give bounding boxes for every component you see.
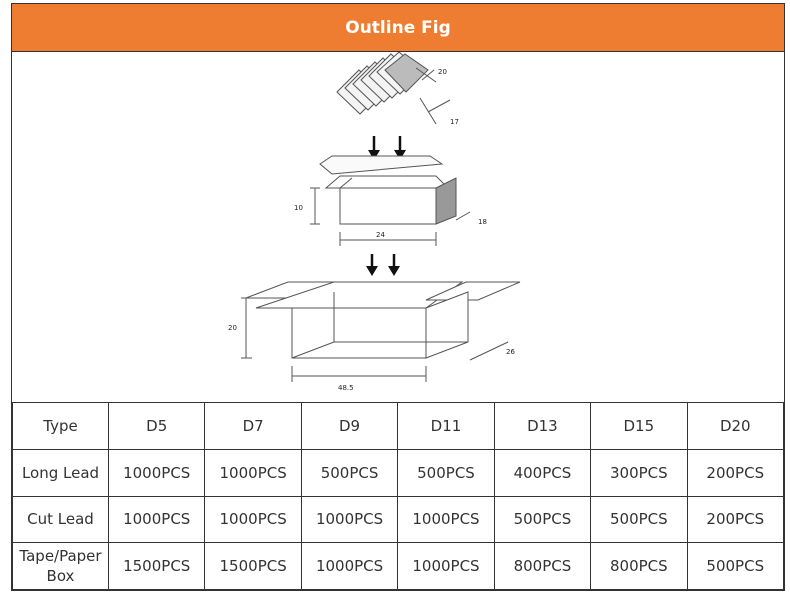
table-cell: 1000PCS xyxy=(397,495,495,544)
dim-large-depth: 26 xyxy=(506,348,515,356)
table-cell: 1000PCS xyxy=(107,448,206,497)
table-cell: D7 xyxy=(204,402,302,450)
small-box xyxy=(310,155,471,246)
table-cell: 1000PCS xyxy=(107,495,206,544)
table-cell: D11 xyxy=(397,402,495,450)
table-cell: 1000PCS xyxy=(397,542,495,590)
table-row: Long Lead 1000PCS 1000PCS 500PCS 500PCS … xyxy=(12,448,785,497)
table-row: Tape/Paper Box 1500PCS 1500PCS 1000PCS 1… xyxy=(12,542,785,590)
arrow-down-icon xyxy=(370,254,396,268)
table-cell: 500PCS xyxy=(397,448,495,497)
table-cell: 800PCS xyxy=(590,542,688,590)
table-cell: 1000PCS xyxy=(300,495,399,544)
table-cell: 1000PCS xyxy=(204,448,302,497)
table-cell: 500PCS xyxy=(493,495,592,544)
dim-small-depth: 18 xyxy=(478,218,487,226)
packaging-diagram: 20 17 10 24 18 20 48.5 26 xyxy=(228,52,521,392)
table-cell: 200PCS xyxy=(686,495,785,544)
row-label: Long Lead xyxy=(12,448,109,497)
table-cell: D13 xyxy=(493,402,592,450)
table-cell: 200PCS xyxy=(686,448,785,497)
table-cell: D9 xyxy=(300,402,399,450)
table-cell: 300PCS xyxy=(590,448,688,497)
row-label: Tape/Paper Box xyxy=(12,542,109,590)
row-label: Cut Lead xyxy=(12,495,109,544)
table-cell: D5 xyxy=(107,402,206,450)
outline-panel: Outline Fig xyxy=(11,3,785,591)
table-cell: 500PCS xyxy=(300,448,399,497)
table-cell: 400PCS xyxy=(493,448,592,497)
dim-large-length: 48.5 xyxy=(338,384,354,392)
dim-stack-width: 20 xyxy=(438,68,447,76)
arrow-down-icon xyxy=(372,136,402,152)
outline-figure: 20 17 10 24 18 20 48.5 26 xyxy=(12,52,784,402)
table-row: Type D5 D7 D9 D11 D13 D15 D20 xyxy=(12,402,785,450)
table-cell: 800PCS xyxy=(493,542,592,590)
table-cell: 1000PCS xyxy=(300,542,399,590)
table-cell: 1000PCS xyxy=(204,495,302,544)
dim-large-height: 20 xyxy=(228,324,237,332)
dim-small-height: 10 xyxy=(294,204,303,212)
dim-stack-depth: 17 xyxy=(450,118,459,126)
packing-quantity-table: Type D5 D7 D9 D11 D13 D15 D20 Long Lead … xyxy=(12,402,785,590)
table-cell: D20 xyxy=(686,402,785,450)
table-cell: D15 xyxy=(590,402,688,450)
table-row: Cut Lead 1000PCS 1000PCS 1000PCS 1000PCS… xyxy=(12,495,785,544)
table-cell: 1500PCS xyxy=(107,542,206,590)
large-box xyxy=(241,281,521,382)
table-cell: 1500PCS xyxy=(204,542,302,590)
component-stack xyxy=(336,52,451,125)
row-label: Type xyxy=(12,402,109,450)
table-cell: 500PCS xyxy=(686,542,785,590)
table-cell: 500PCS xyxy=(590,495,688,544)
dim-small-length: 24 xyxy=(376,231,385,239)
header-bar: Outline Fig xyxy=(12,4,784,52)
header-title: Outline Fig xyxy=(345,17,451,38)
